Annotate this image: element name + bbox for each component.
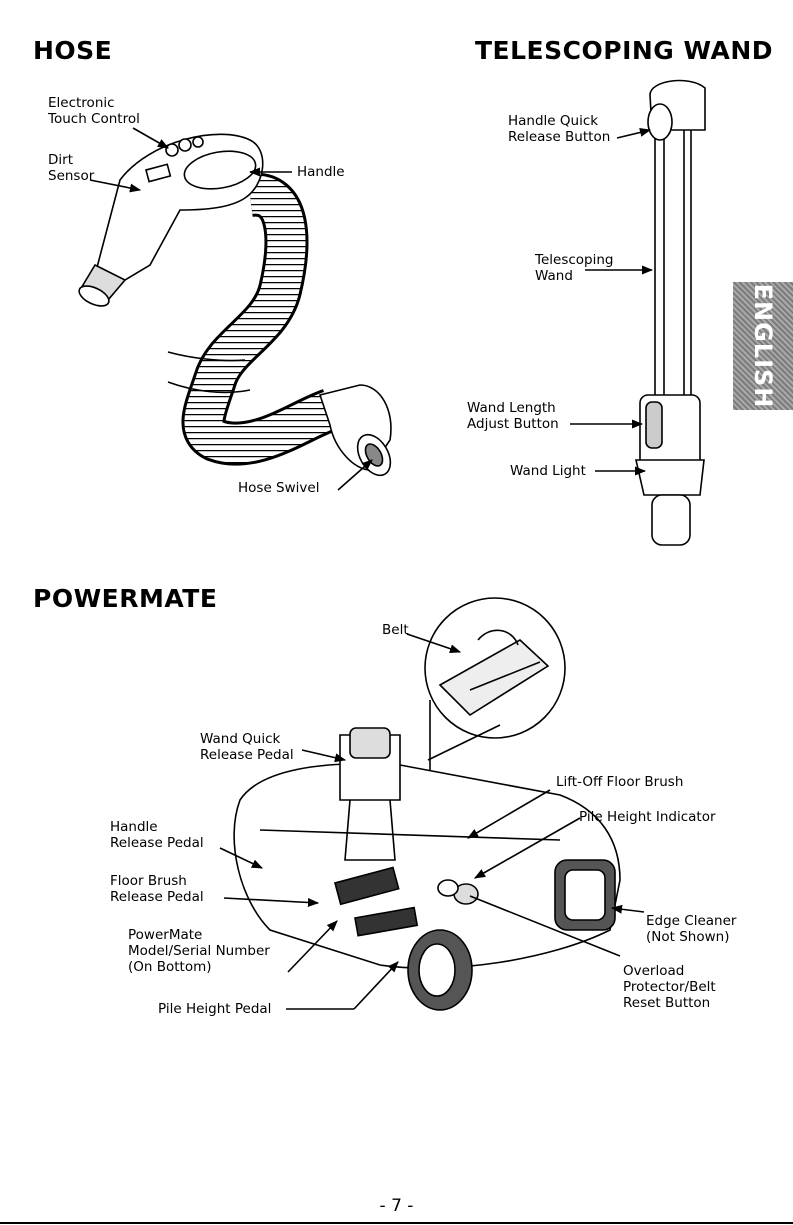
label-pile-height-pedal: Pile Height Pedal bbox=[158, 1001, 272, 1017]
powermate-illustration bbox=[219, 597, 645, 1011]
label-overload-protector: Overload Protector/Belt Reset Button bbox=[623, 963, 716, 1011]
page-number: - 7 - bbox=[379, 1196, 414, 1216]
label-handle-release-pedal: Handle Release Pedal bbox=[110, 819, 204, 851]
hose-illustration bbox=[78, 127, 392, 491]
label-hose-swivel: Hose Swivel bbox=[238, 480, 320, 496]
section-title-telescoping-wand: TELESCOPING WAND bbox=[475, 36, 773, 65]
label-lift-off-floor-brush: Lift-Off Floor Brush bbox=[556, 774, 684, 790]
label-edge-cleaner: Edge Cleaner (Not Shown) bbox=[646, 913, 737, 945]
page-bottom-rule bbox=[0, 1222, 793, 1224]
label-electronic-touch-control: Electronic Touch Control bbox=[48, 95, 140, 127]
label-wand-quick-release-pedal: Wand Quick Release Pedal bbox=[200, 731, 294, 763]
wand-illustration bbox=[570, 79, 706, 546]
label-wand-light: Wand Light bbox=[510, 463, 586, 479]
label-handle-quick-release-button: Handle Quick Release Button bbox=[508, 113, 611, 145]
label-dirt-sensor: Dirt Sensor bbox=[48, 152, 95, 184]
label-floor-brush-release-pedal: Floor Brush Release Pedal bbox=[110, 873, 204, 905]
label-pile-height-indicator: Pile Height Indicator bbox=[579, 809, 716, 825]
language-tab: ENGLISH bbox=[733, 282, 793, 410]
section-title-hose: HOSE bbox=[33, 36, 113, 65]
label-wand-length-adjust-button: Wand Length Adjust Button bbox=[467, 400, 559, 432]
label-telescoping-wand: Telescoping Wand bbox=[535, 252, 614, 284]
label-belt: Belt bbox=[382, 622, 409, 638]
label-powermate-model-serial: PowerMate Model/Serial Number (On Bottom… bbox=[128, 927, 270, 975]
label-handle: Handle bbox=[297, 164, 345, 180]
section-title-powermate: POWERMATE bbox=[33, 584, 218, 613]
language-tab-label: ENGLISH bbox=[749, 283, 777, 409]
